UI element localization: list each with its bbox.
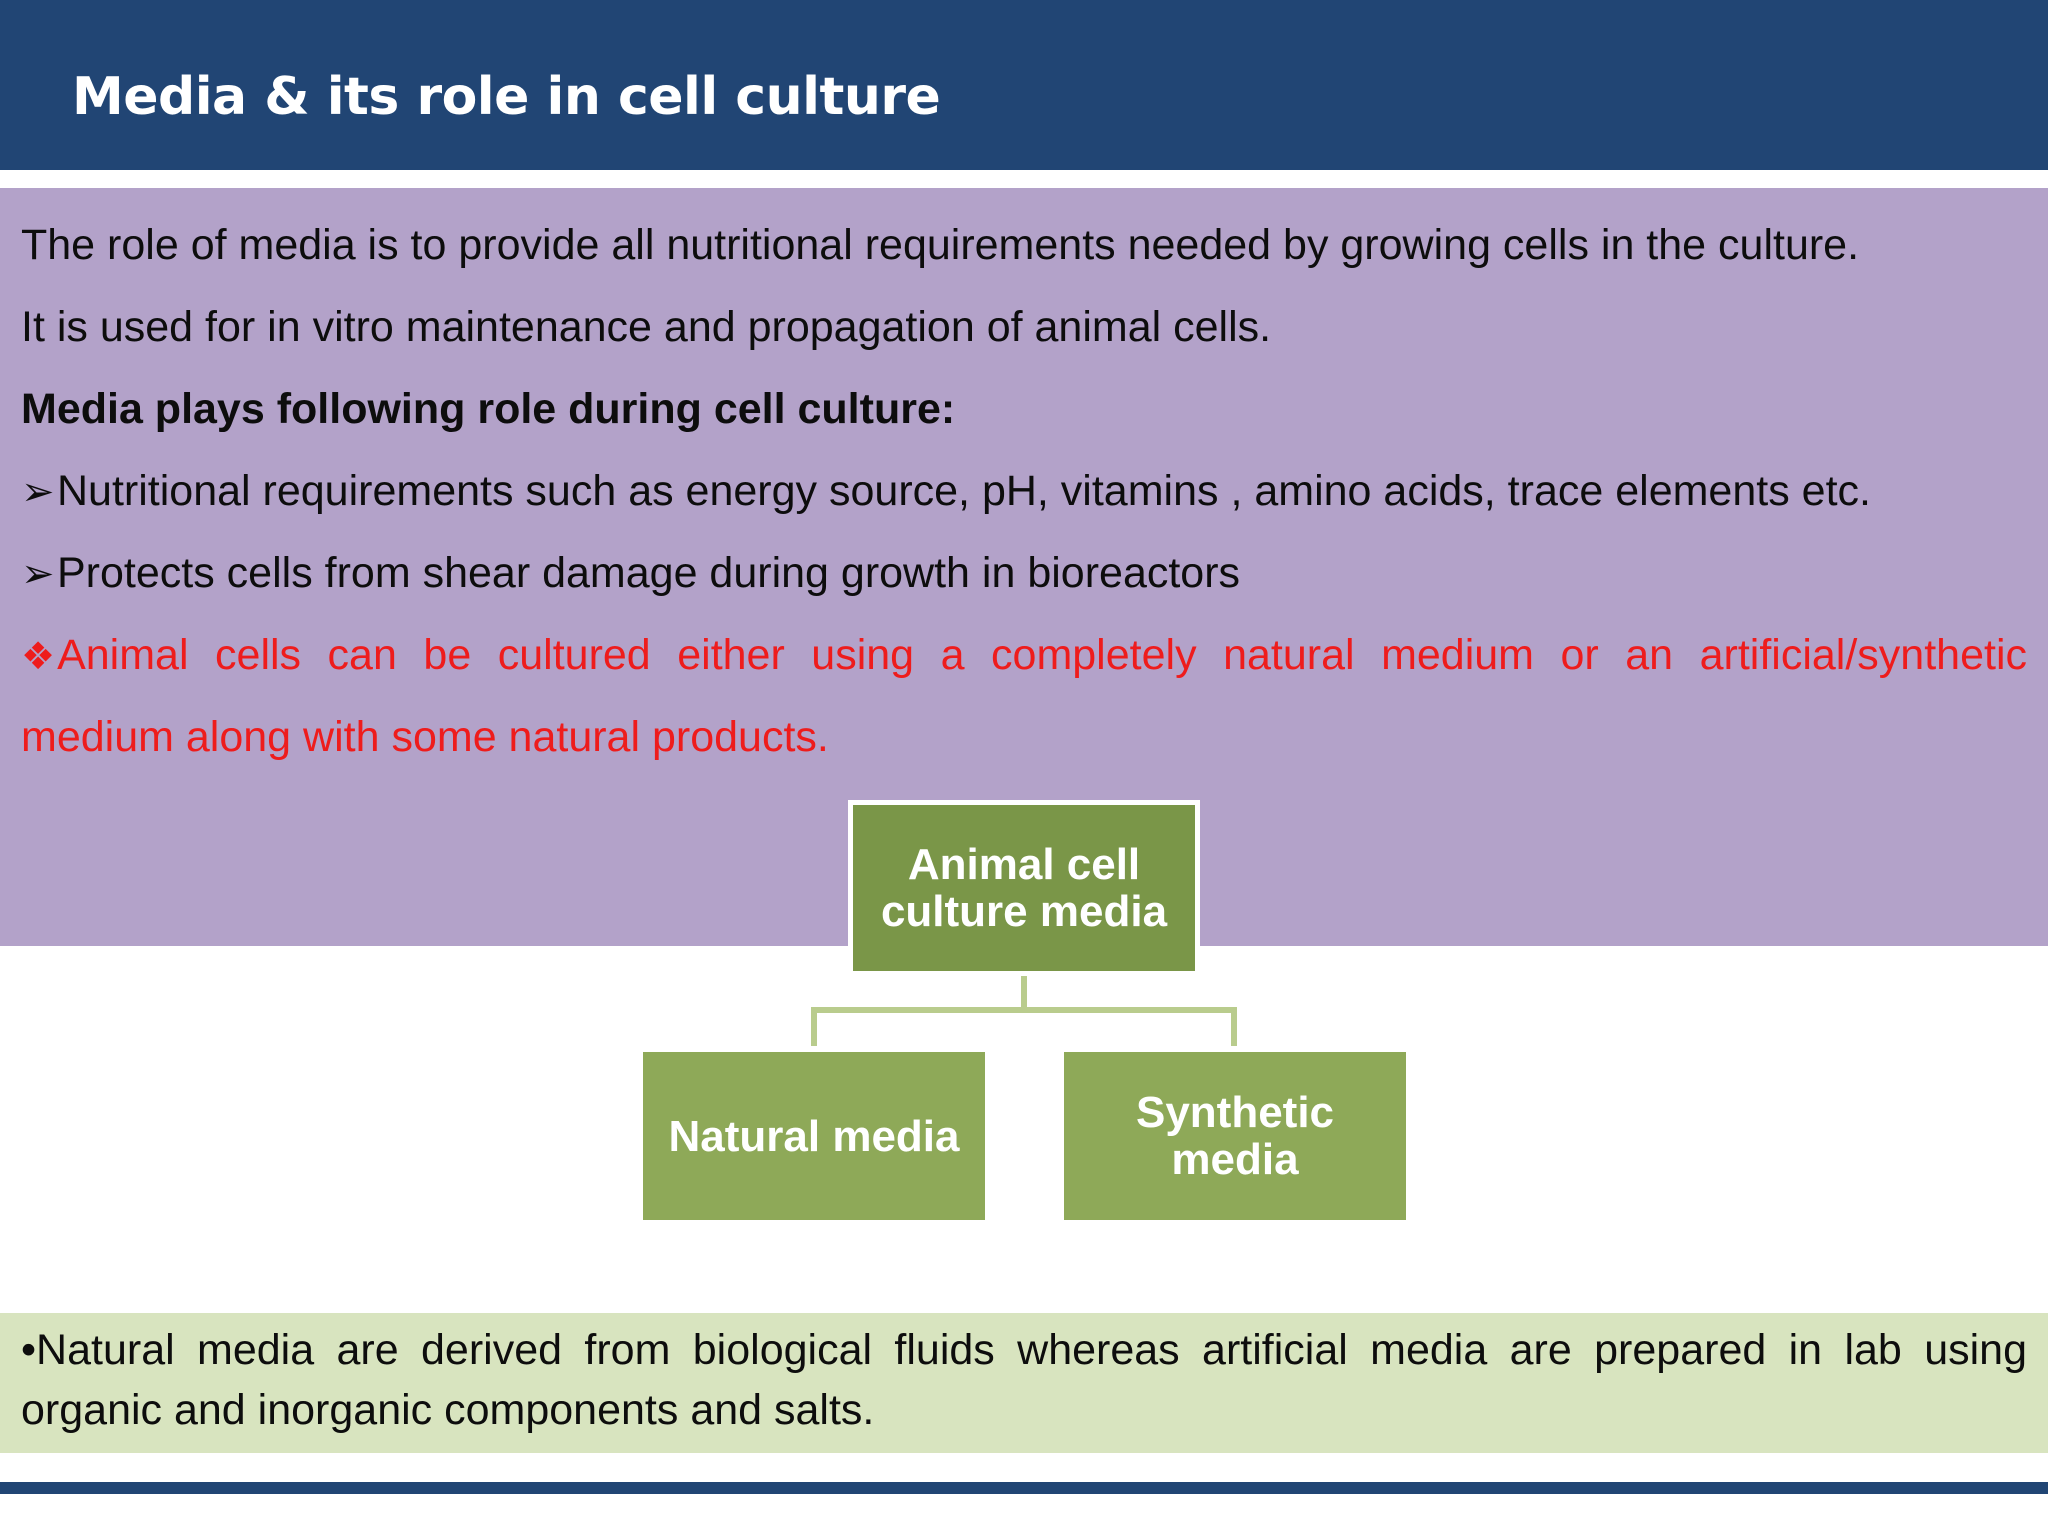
synthetic-media-line-1: Synthetic: [1135, 1088, 1335, 1137]
roles-heading: Media plays following role during cell c…: [21, 385, 956, 433]
note-panel: [0, 1313, 2048, 1453]
highlight-line-2: medium along with some natural products.: [21, 713, 829, 761]
arrow-bullet-icon: ➢: [21, 470, 55, 514]
connector-horizontal: [811, 1007, 1237, 1013]
intro-line-1: The role of media is to provide all nutr…: [21, 221, 1860, 269]
body-text: The role of media is to provide all nutr…: [21, 210, 2027, 784]
natural-media-node: Natural media: [643, 1052, 985, 1220]
highlight-text: Animal cells can be cultured either usin…: [57, 631, 2027, 679]
footer-bar: [0, 1482, 2048, 1494]
arrow-bullet-icon: ➢: [21, 552, 55, 596]
bullet-text: Protects cells from shear damage during …: [57, 549, 1241, 597]
root-node-line-1: Animal cell: [907, 840, 1141, 889]
highlight-line-1: ❖Animal cells can be cultured either usi…: [21, 620, 2027, 702]
slide-title: Media & its role in cell culture: [72, 67, 941, 127]
bullet-item: ➢Nutritional requirements such as energy…: [21, 456, 2027, 538]
natural-media-label: Natural media: [668, 1111, 960, 1161]
title-bar: Media & its role in cell culture: [0, 0, 2048, 170]
connector-right-drop: [1231, 1007, 1237, 1046]
diagram-root-node: Animal cell culture media: [848, 800, 1200, 976]
diamond-bullet-icon: ❖: [21, 636, 56, 678]
synthetic-media-node: Synthetic media: [1064, 1052, 1406, 1220]
bullet-item: ➢Protects cells from shear damage during…: [21, 538, 2027, 620]
note-text: •Natural media are derived from biologic…: [21, 1326, 2027, 1434]
connector-left-drop: [811, 1007, 817, 1046]
synthetic-media-line-2: media: [1171, 1135, 1299, 1184]
connector-stem: [1021, 976, 1027, 1010]
root-node-line-2: culture media: [880, 887, 1168, 936]
bullet-text: Nutritional requirements such as energy …: [57, 467, 1871, 515]
intro-line-2: It is used for in vitro maintenance and …: [21, 303, 1272, 351]
